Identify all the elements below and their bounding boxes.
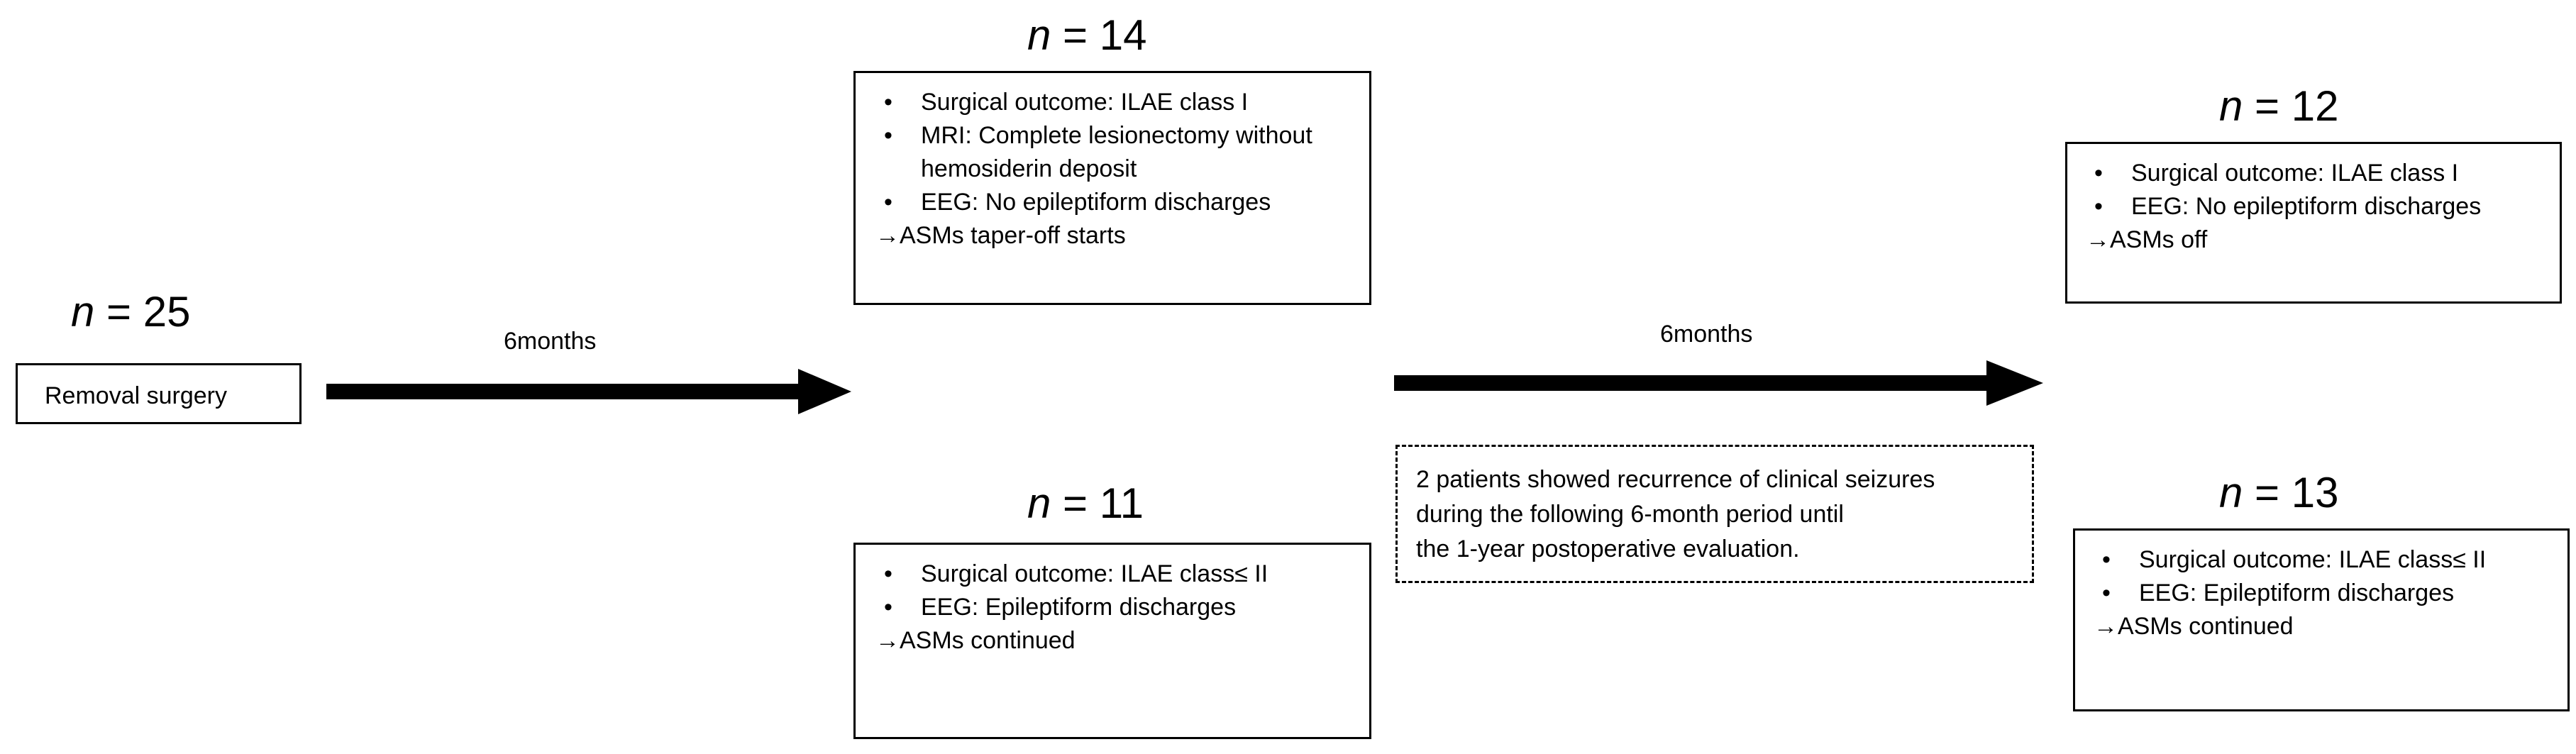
continue-group-n-label: n = 11: [1027, 479, 1144, 527]
final-continue-box: Surgical outcome: ILAE class≤ II EEG: Ep…: [2073, 528, 2570, 711]
final-off-n-label: n = 12: [2219, 82, 2339, 130]
arrow-surgery-to-six-months: [326, 369, 851, 414]
taper-group-box: Surgical outcome: ILAE class I MRI: Comp…: [853, 71, 1371, 305]
final-continue-n-label: n = 13: [2219, 469, 2339, 516]
continue-criterion-eeg: EEG: Epileptiform discharges: [875, 591, 1355, 624]
final-off-box: Surgical outcome: ILAE class I EEG: No e…: [2065, 142, 2562, 304]
taper-group-result: →ASMs taper-off starts: [875, 222, 1126, 249]
final-continue-criterion-eeg: EEG: Epileptiform discharges: [2094, 577, 2559, 610]
final-off-criteria: Surgical outcome: ILAE class I EEG: No e…: [2086, 157, 2548, 223]
removal-surgery-box: Removal surgery: [16, 363, 302, 424]
final-continue-criterion-outcome: Surgical outcome: ILAE class≤ II: [2094, 543, 2559, 577]
continue-group-result: →ASMs continued: [875, 627, 1076, 654]
final-off-result: →ASMs off: [2086, 226, 2208, 253]
continue-criterion-outcome: Surgical outcome: ILAE class≤ II: [875, 558, 1355, 591]
final-continue-result: →ASMs continued: [2094, 613, 2294, 640]
final-continue-criteria: Surgical outcome: ILAE class≤ II EEG: Ep…: [2094, 543, 2559, 610]
removal-surgery-label: Removal surgery: [45, 382, 227, 409]
arrow2-label: 6months: [1660, 321, 1753, 348]
continue-group-criteria: Surgical outcome: ILAE class≤ II EEG: Ep…: [875, 558, 1355, 624]
final-off-criterion-eeg: EEG: No epileptiform discharges: [2086, 190, 2548, 223]
arrow-six-months-to-one-year: [1394, 360, 2043, 406]
recurrence-note-box: 2 patients showed recurrence of clinical…: [1395, 445, 2034, 583]
arrow1-label: 6months: [504, 328, 597, 355]
recurrence-note-line-1: 2 patients showed recurrence of clinical…: [1416, 466, 1935, 493]
start-n-label: n = 25: [71, 288, 191, 336]
continue-group-box: Surgical outcome: ILAE class≤ II EEG: Ep…: [853, 543, 1371, 739]
final-off-criterion-outcome: Surgical outcome: ILAE class I: [2086, 157, 2548, 190]
taper-group-n-label: n = 14: [1027, 11, 1147, 59]
recurrence-note-line-2: during the following 6-month period unti…: [1416, 501, 1844, 528]
taper-criterion-eeg: EEG: No epileptiform discharges: [875, 186, 1355, 219]
taper-criterion-mri: MRI: Complete lesionectomy without hemos…: [875, 119, 1355, 186]
recurrence-note-line-3: the 1-year postoperative evaluation.: [1416, 536, 1800, 562]
taper-group-criteria: Surgical outcome: ILAE class I MRI: Comp…: [875, 86, 1355, 219]
taper-criterion-outcome: Surgical outcome: ILAE class I: [875, 86, 1355, 119]
